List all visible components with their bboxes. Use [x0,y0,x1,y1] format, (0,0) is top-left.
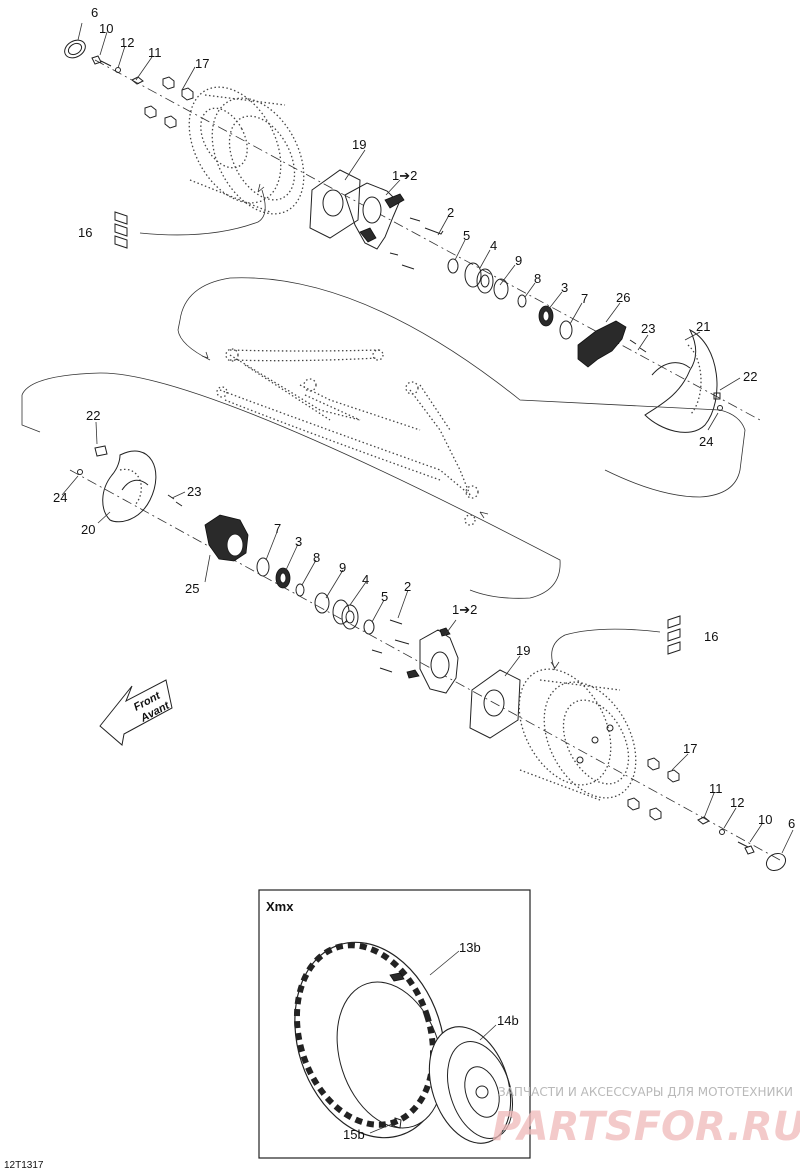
label-10-lower: 10 [758,812,772,827]
front-direction-arrow: Front Avant [99,679,173,746]
lower-leaders [61,421,794,854]
label-7-lower: 7 [274,521,281,536]
label-3-lower: 3 [295,534,302,549]
valve-15b [393,1117,402,1129]
label-26: 26 [616,290,630,305]
label-1to2-upper: 1➔2 [392,168,417,183]
label-23-upper: 23 [641,321,655,336]
knuckle-upper [344,182,405,250]
label-7-upper: 7 [581,291,588,306]
brake-disc-20 [77,445,183,523]
label-14b: 14b [497,1013,519,1028]
bearing-stack-lower [256,557,375,635]
label-16-lower: 16 [704,629,718,644]
spacer-plate-19 [309,169,361,239]
lower-a-arm [216,378,479,526]
caliper-bracket-25 [204,514,249,562]
lower-assembly: 22 24 23 20 7 3 8 25 9 4 5 2 1➔2 19 16 1… [53,408,795,872]
bolts-2-lower [371,619,410,673]
label-9-upper: 9 [515,253,522,268]
rim-14b [428,1026,513,1144]
label-22-upper: 22 [743,369,757,384]
hub-cap-6 [64,39,86,59]
label-8-lower: 8 [313,550,320,565]
label-1to2-lower: 1➔2 [452,602,477,617]
drawing-code: 12T1317 [4,1160,44,1171]
label-13b: 13b [459,940,481,955]
lug-nuts-17-lower [627,757,680,821]
label-8-upper: 8 [534,271,541,286]
suspension-arms [21,277,746,599]
bearing-stack-upper [447,258,573,340]
label-17-lower: 17 [683,741,697,756]
upper-assembly: 6 10 12 11 17 19 1➔2 16 2 5 4 9 8 3 7 26… [64,5,761,449]
lug-nuts-17 [144,76,194,129]
label-3-upper: 3 [561,280,568,295]
label-24-lower: 24 [53,490,67,505]
knuckle-lower [406,627,459,694]
upper-leaders [77,22,741,431]
label-17-upper: 17 [195,56,209,71]
label-20: 20 [81,522,95,537]
xmx-inset: Xmx 13b 14b 15b [258,889,531,1159]
label-2-upper: 2 [447,205,454,220]
caliper-bracket-26 [577,320,647,368]
shim-stack-16-lower [550,615,681,671]
label-16-upper: 16 [78,225,92,240]
upper-a-arm [225,348,384,421]
wheel-rim-lower [518,668,637,801]
label-25: 25 [185,581,199,596]
brake-disc-21 [644,328,723,433]
label-9-lower: 9 [339,560,346,575]
label-11-upper: 11 [148,45,162,60]
label-6-upper: 6 [91,5,98,20]
label-19-upper: 19 [352,137,366,152]
bolts-2-upper [389,217,444,270]
label-21: 21 [696,319,710,334]
label-15b: 15b [343,1127,365,1142]
inset-title: Xmx [266,899,294,914]
hub-bolt-set [91,55,144,85]
watermark-logo: PARTSFOR.RU [492,1104,800,1150]
label-23-lower: 23 [187,484,201,499]
hub-bolt-set-lower [697,816,787,872]
label-24-upper: 24 [699,434,713,449]
tire-13b [293,941,446,1139]
label-19-lower: 19 [516,643,530,658]
label-11-lower: 11 [709,781,723,796]
label-5-upper: 5 [463,228,470,243]
label-4-upper: 4 [490,238,497,253]
label-12-upper: 12 [120,35,134,50]
label-10-upper: 10 [99,21,113,36]
label-4-lower: 4 [362,572,369,587]
label-6-lower: 6 [788,816,795,831]
label-2-lower: 2 [404,579,411,594]
label-5-lower: 5 [381,589,388,604]
label-12-lower: 12 [730,795,744,810]
spacer-plate-19-lower [469,669,521,739]
label-22-lower: 22 [86,408,100,423]
watermark-caption: ЗАПЧАСТИ И АКСЕССУАРЫ ДЛЯ МОТОТЕХНИКИ [498,1085,793,1099]
